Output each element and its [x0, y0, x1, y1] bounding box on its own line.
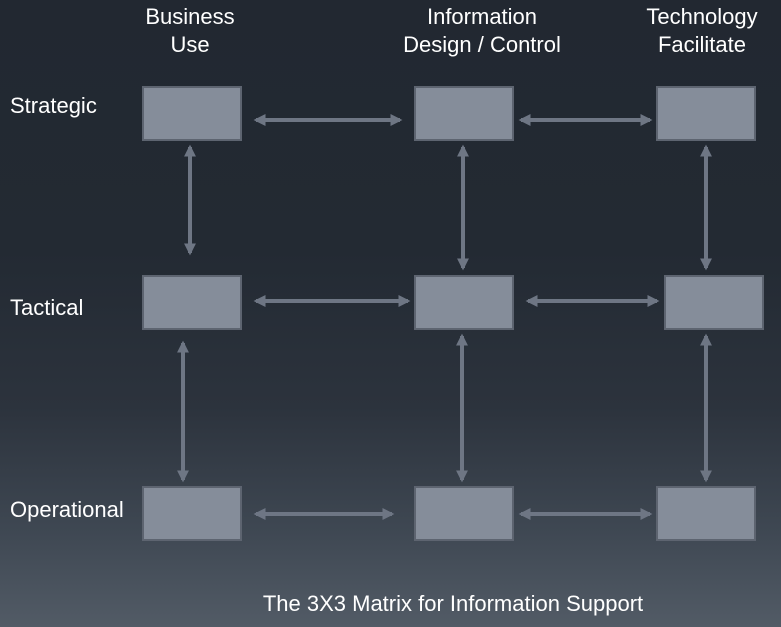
- cell-tactical-business: [142, 275, 242, 330]
- column-header-information: Information Design / Control: [403, 4, 561, 57]
- row-label-operational: Operational: [10, 497, 124, 522]
- row-label-strategic: Strategic: [10, 93, 97, 118]
- cell-operational-information: [414, 486, 514, 541]
- diagram-caption: The 3X3 Matrix for Information Support: [262, 591, 644, 616]
- cell-tactical-technology: [664, 275, 764, 330]
- cell-operational-technology: [656, 486, 756, 541]
- cell-operational-business: [142, 486, 242, 541]
- column-header-business: Business Use: [145, 4, 235, 57]
- cell-strategic-information: [414, 86, 514, 141]
- cell-tactical-information: [414, 275, 514, 330]
- cell-strategic-business: [142, 86, 242, 141]
- row-label-tactical: Tactical: [10, 295, 84, 320]
- column-header-technology: Technology Facilitate: [646, 4, 758, 57]
- cell-strategic-technology: [656, 86, 756, 141]
